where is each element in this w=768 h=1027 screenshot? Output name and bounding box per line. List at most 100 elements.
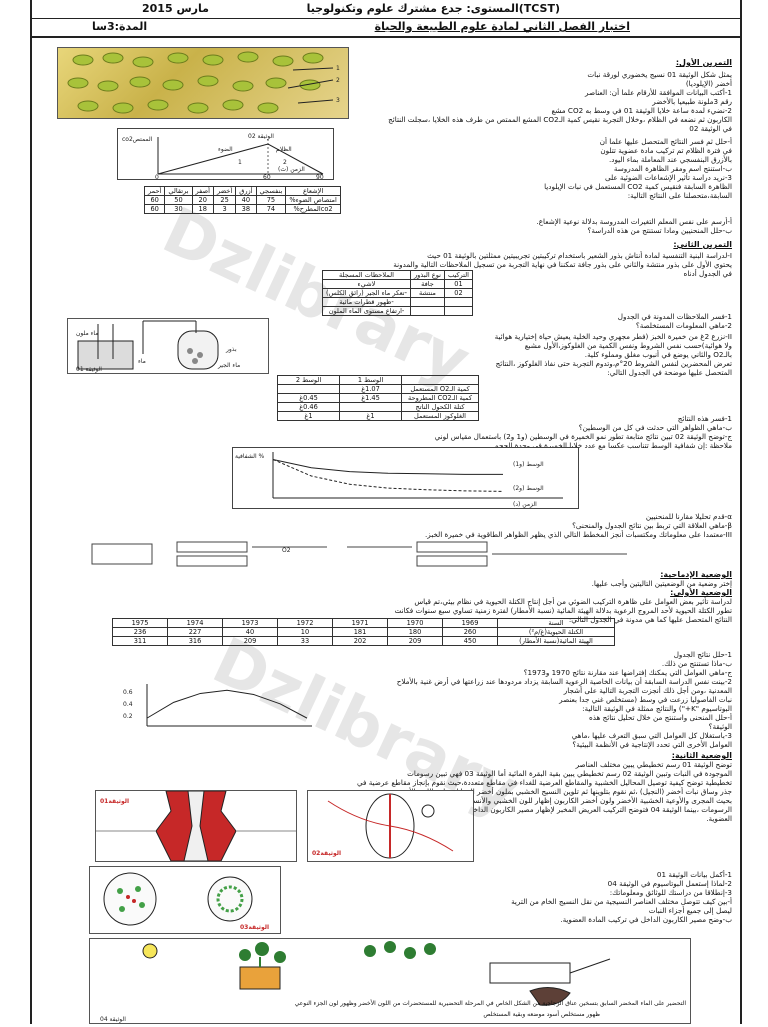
integ-s2-line-5: الرسومات ،بينما الوثيقة 04 فتوضح التركيب…: [415, 805, 732, 814]
integ-s1-title: الوضعية الأولى:: [670, 588, 732, 597]
ex2-line-9: المتحصل عليها موضحة في الجدول التالي:: [607, 368, 732, 377]
radiation-table-row: امتصاص الضوء% 75 40 25 20 50 60: [143, 195, 341, 205]
ex2-line-6: ولا هوائية)حسب نفس الشروط ونفس الكمية من…: [524, 341, 732, 350]
ex1-line-3: رقم 3ملونة طبيعيا بالأخضر: [652, 97, 732, 106]
observations-table: التركيب نوع البذور الملاحظات المسجلة 01 …: [322, 270, 474, 316]
integ-s2-line-3: جذر وساق نبات أخضر (النجيل) ،ثم نقوم بتل…: [394, 787, 732, 796]
ex1-line-4: 2-نضيء لمدة ساعة خلايا الوثيقة 01 في وسط…: [551, 106, 732, 115]
doc04-experiment-drawing: الوثيقة 04: [100, 941, 611, 1023]
integ-s2-line-9: 3-إنطلاقا من دراستك للوثائق ومعلوماتك:: [609, 888, 732, 897]
ex2-line-13: ملاحظة :إن شفافية الوسط تتناسب عكسا مع ع…: [491, 441, 732, 450]
integ-s1-line-3: 1-حلل نتائج الجدول: [673, 650, 732, 659]
doc02-flower-drawing: الوثيقة02: [312, 793, 454, 859]
header-row-2: اختبار الفصل الثاني لمادة علوم الطبيعة و…: [32, 18, 740, 36]
yeast-results-table: الوسط 1 الوسط 2 كمية الـO2 المستعمل 1.07…: [277, 375, 479, 421]
integ-s1-line-8: نبات الفاصوليا زرعت في وسط (مستخلص غني ج…: [559, 695, 732, 704]
ex2-line-14: α-قدم تحليلا مقارنا للمنحنيين: [645, 512, 732, 521]
diagram-box-2: [176, 541, 248, 553]
doc1-part-2: 2: [336, 77, 340, 84]
radiation-table-row: co2المطرح% 74 38 3 18 30 60: [143, 204, 341, 214]
integ-s1-line-4: ب-ماذا تستنتج من ذلك.: [661, 659, 732, 668]
ex1-title: التمرين الأول:: [675, 58, 732, 67]
ex2-line-2: في الجدول أدناه: [683, 269, 732, 278]
ex2-line-0: I-لدراسة البنية التنفسية لمادة أنتاش بذو…: [427, 251, 732, 260]
integ-s2-line-7: 1-أكمل بيانات الوثيقة 01: [656, 870, 732, 879]
integ-s1-line-2: النتائج المتحصل عليها كما هي مدونة في ال…: [568, 615, 732, 624]
ex1-line-6: في الوثيقة 02: [689, 124, 732, 133]
level-label: المستوى: جدع مشترك علوم وتكنولوجيا(TCST): [306, 2, 560, 15]
germination-setup-figure: ماء بذور ماء الجير الوثيقة 01 ماء ملون: [67, 318, 269, 374]
biomass-table-header: السنة 1969 1970 1971 1972 1973 1974 1975: [112, 618, 615, 628]
ex1-line-11: 3-نريد دراسة تأثير الإشعاعات الضوئية على: [604, 173, 732, 182]
graph1-dark: الظلام: [276, 146, 292, 153]
date-label: مارس 2015: [142, 2, 209, 15]
observations-table-row: -ظهور قطرات مائية: [322, 297, 474, 307]
doc04-caption-2: ظهور مستخلص أسود موضعه وبقية المستخلص: [483, 1011, 600, 1018]
fig-label-limewater: ماء الجير: [217, 362, 240, 369]
fig-label-colored-water: ماء ملون: [76, 330, 98, 337]
ex2-line-5: II-نزرع 2غ من خميرة الخبز (فطر مجهري وحي…: [494, 332, 732, 341]
doc1-part-1: 1: [336, 65, 340, 72]
elodea-cells-drawing: 1 2 3: [67, 51, 340, 114]
graph3-tick-2: 0.6: [123, 689, 133, 696]
ex2-line-8: تعرض المحضرين لنفس الشروط 20°م،وتدوم الت…: [495, 359, 732, 368]
integ-s2-line-1: الموجودة في النبات وتبين الوثيقة 02 رسم …: [407, 769, 732, 778]
biomass-table-row: الكتلة الحيوية(غ/م²) 260 180 181 10 40 2…: [112, 627, 615, 637]
results-table-row: كمية الـO2 المستعمل 1.07غ: [277, 384, 479, 394]
exam-header: المستوى: جدع مشترك علوم وتكنولوجيا(TCST)…: [32, 0, 740, 38]
ex2-line-1: يحتوي الأول على بذور منتشة والثاني على ب…: [393, 260, 732, 269]
doc02-flower-figure: الوثيقة02: [307, 790, 474, 862]
transparency-graph-box: الشفافية % الزمن (د) الوسط (و1) الوسط (و…: [232, 447, 579, 509]
integ-s1-line-7: المعدنية ،ومن أجل ذلك أنجزت التجربة التا…: [563, 686, 732, 695]
graph1-phase-1: 1: [238, 159, 242, 166]
fig-label-doc01: الوثيقة 01: [76, 366, 102, 373]
diagram-o2-label: O2: [282, 547, 291, 554]
ex1-line-5: الكاربون ثم نضعه في الظلام ،وخلال التجرب…: [388, 115, 732, 124]
graph3-tick-0: 0.2: [123, 713, 133, 720]
integ-s1-line-12: 3-باستغلال كل العوامل التي سبق التعرف عل…: [571, 731, 732, 740]
observations-table-row: -ارتفاع مستوى الماء الملون: [322, 306, 474, 316]
diagram-box-4: [416, 541, 488, 553]
potassium-graph: 0.2 0.4 0.6: [123, 684, 312, 727]
integ-intro: إختر وضعية من الوضعيتين التاليتين وأجب ع…: [591, 579, 732, 588]
graph2-series-2: [272, 459, 504, 492]
graph2-series-1-label: الوسط (و1): [513, 461, 544, 468]
ex1-line-2: 1-أكتب البيانات الموافقة للأرقام علما أن…: [585, 88, 732, 97]
integ-s1-line-13: العوامل الأخرى التي تحدد الإنتاجية في ال…: [572, 740, 732, 749]
doc01-label: الوثيقة01: [100, 798, 129, 805]
exam-page: المستوى: جدع مشترك علوم وتكنولوجيا(TCST)…: [30, 0, 742, 1024]
ex2-line-11: ب-ماهي الظواهر التي حدثت في كل من الوسطي…: [578, 423, 732, 432]
integ-s1-line-6: 2-بينت نفس الدراسة السابقة أن بيانات الخ…: [396, 677, 732, 686]
integ-title: الوضعية الإدماجية:: [660, 570, 732, 579]
doc04-label: الوثيقة 04: [100, 1016, 126, 1023]
integ-s1-line-1: تطور الكتلة الحيوية لأحد المروج الرعوية …: [394, 606, 732, 615]
results-table-row: الغلوكوز المستعمل 1غ 1غ: [277, 411, 479, 421]
doc1-part-3: 3: [336, 97, 340, 104]
results-table-header: الوسط 1 الوسط 2: [277, 375, 479, 385]
observations-table-row: 02 منتشة -تعكر ماء الجير (رائق الكلس): [322, 288, 474, 298]
ex2-line-7: بالـO2 والثاني يوضع في أنبوب مغلق ومملوء…: [584, 350, 732, 359]
graph1-light: الضوء: [218, 146, 233, 153]
graph3-curve: [146, 689, 308, 719]
results-table-row: كتلة الكحول الناتج 0.46غ: [277, 402, 479, 412]
diagram-box-1: [91, 543, 153, 565]
germination-setup-drawing: ماء بذور ماء الجير الوثيقة 01 ماء ملون: [76, 320, 240, 373]
fig-label-water: ماء: [138, 358, 146, 365]
radiation-table: الإشعاع بنفسجي أزرق أخضر أصفر برتقالي أح…: [143, 186, 341, 214]
ex2-line-4: 2-ماهي المعلومات المستخلصة؟: [635, 321, 732, 330]
doc04-experiment-figure: الوثيقة 04 التحضير على الماء المخضر السا…: [89, 938, 691, 1024]
integ-s2-line-12: ب-وضح مصير الكاربون الداخل في تركيب الما…: [560, 915, 732, 924]
integ-s1-line-11: الوثيقة؟: [708, 722, 732, 731]
integ-s2-line-6: العضوية.: [706, 814, 732, 823]
biomass-table-row: الهيئة المائية(نسبة الأمطار) 450 209 202…: [112, 636, 615, 646]
graph2-series-1: [272, 459, 503, 475]
graph1-tick-0: 0: [155, 174, 159, 179]
soil-sample: [529, 987, 571, 1006]
integ-s2-line-8: 2-لماذا إستعمل البوتاسيوم في الوثيقة 04: [607, 879, 732, 888]
ex1-line-12: الظاهرة السابقة فنقيس كمية CO2 المستعمل …: [544, 182, 732, 191]
ex1-line-7: أ-حلل ثم فسر النتائج المتحصل عليها علما …: [599, 137, 732, 146]
integ-s1-line-0: لدراسة تأثير بعض العوامل على ظاهرة الترك…: [414, 597, 732, 606]
integ-s2-line-2: تخطيطية توضح كيفية توصيل المحاليل الخشبي…: [356, 778, 732, 787]
doc01-vessel-drawing: الوثيقة01: [96, 790, 296, 862]
doc03-label: الوثيقة03: [240, 924, 269, 931]
